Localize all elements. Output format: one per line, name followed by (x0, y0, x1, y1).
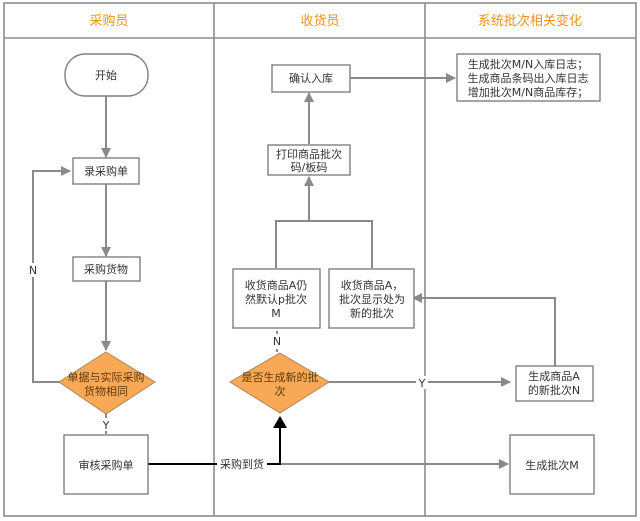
edge-labels: N Y N Y 采购到货 (27, 263, 428, 471)
decision-is-new-batch-text-2: 次 (275, 384, 286, 398)
node-gen-new-batch-n-text-2: 的新批次N (528, 383, 580, 397)
node-enter-po[interactable]: 录采购单 (72, 157, 140, 185)
node-new-batch-display-text-1: 收货商品A， (341, 278, 404, 292)
edge-review-to-new-batch-decision (148, 416, 287, 465)
node-enter-po-text: 录采购单 (84, 164, 128, 178)
node-start-text: 开始 (95, 68, 117, 82)
node-gen-new-batch-n-text-1: 生成商品A (528, 369, 580, 383)
node-system-logs-text-3: 增加批次M/N商品库存； (468, 85, 588, 99)
node-purchase-goods[interactable]: 采购货物 (72, 256, 141, 282)
node-purchase-goods-text: 采购货物 (84, 262, 128, 276)
node-new-batch-display-text-3: 新的批次 (350, 306, 394, 320)
decision-is-new-batch[interactable]: 是否生成新的批 次 (229, 352, 330, 414)
label-no-match: N (29, 264, 37, 277)
node-new-batch-display[interactable]: 收货商品A， 批次显示处为 新的批次 (328, 268, 415, 329)
edge-branch-merge (275, 220, 373, 268)
node-system-logs[interactable]: 生成批次M/N入库日志； 生成商品条码出入库日志 增加批次M/N商品库存； (456, 53, 601, 102)
node-confirm-stock-in[interactable]: 确认入库 (271, 64, 351, 93)
node-default-batch[interactable]: 收货商品A仍 然默认p批次 M (232, 268, 321, 329)
lane-title-purchaser: 采购员 (89, 13, 128, 29)
node-system-logs-text-1: 生成批次M/N入库日志； (468, 57, 588, 71)
node-review-po[interactable]: 审核采购单 (63, 434, 149, 495)
decision-is-new-batch-text-1: 是否生成新的批 (242, 370, 319, 384)
node-gen-new-batch-n[interactable]: 生成商品A 的新批次N (515, 365, 594, 402)
swimlane-frame (3, 2, 637, 517)
node-print-codes-text-1: 打印商品批次 (276, 147, 342, 161)
node-start[interactable]: 开始 (64, 53, 149, 97)
node-default-batch-text-1: 收货商品A仍 (245, 278, 308, 292)
node-review-po-text: 审核采购单 (79, 458, 134, 472)
label-goods-arrived: 采购到货 (220, 457, 264, 471)
node-print-codes[interactable]: 打印商品批次 码/板码 (267, 144, 351, 176)
node-gen-batch-m-text: 生成批次M (525, 458, 579, 472)
node-confirm-stock-in-text: 确认入库 (289, 72, 333, 85)
label-is-new: Y (418, 377, 426, 390)
decision-check-match-text-2: 货物相同 (84, 384, 128, 398)
lane-title-receiver: 收货员 (300, 13, 339, 29)
node-default-batch-text-3: M (271, 307, 281, 320)
edge-gen-n-to-display (412, 293, 556, 366)
label-not-new: N (273, 335, 281, 348)
node-system-logs-text-2: 生成商品条码出入库日志 (468, 71, 589, 85)
edges (32, 73, 556, 469)
label-match-yes: Y (102, 419, 110, 432)
decision-check-match-text-1: 单据与实际采购 (68, 370, 145, 384)
decision-check-match[interactable]: 单据与实际采购 货物相同 (58, 351, 156, 415)
node-gen-batch-m[interactable]: 生成批次M (509, 434, 595, 495)
node-new-batch-display-text-2: 批次显示处为 (339, 292, 405, 306)
lane-title-system: 系统批次相关变化 (478, 13, 582, 29)
node-default-batch-text-2: 然默认p批次 (245, 292, 307, 306)
node-print-codes-text-2: 码/板码 (291, 160, 328, 174)
